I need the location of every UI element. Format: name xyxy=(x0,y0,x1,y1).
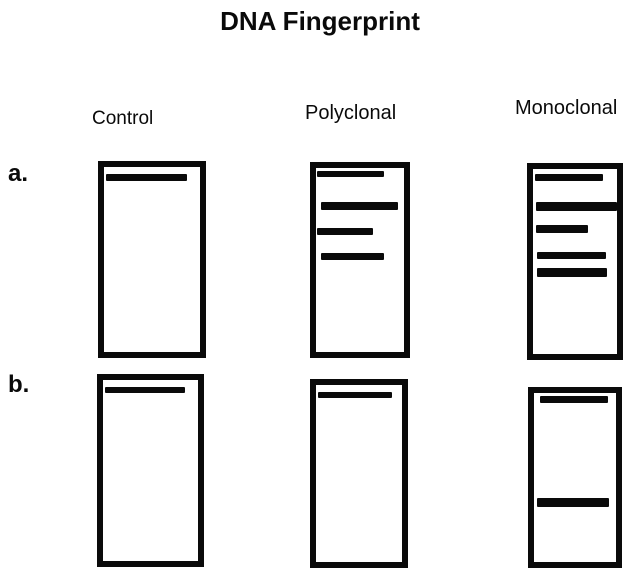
lane-a-control xyxy=(98,161,206,358)
column-label-control: Control xyxy=(92,108,154,129)
row-label-a: a. xyxy=(8,160,29,187)
band-a-monoclonal-3 xyxy=(536,225,588,233)
band-a-polyclonal-3 xyxy=(317,228,373,235)
band-a-monoclonal-5 xyxy=(537,268,607,277)
band-b-control-1 xyxy=(105,387,185,393)
band-b-polyclonal-1 xyxy=(318,392,392,398)
lane-a-polyclonal xyxy=(310,162,410,358)
column-label-polyclonal: Polyclonal xyxy=(305,102,397,124)
lane-b-polyclonal xyxy=(310,379,408,568)
lane-b-control xyxy=(97,374,204,567)
lane-b-monoclonal xyxy=(528,387,622,568)
column-label-monoclonal: Monoclonal xyxy=(515,97,618,119)
row-label-b: b. xyxy=(8,371,30,398)
band-a-control-1 xyxy=(106,174,187,181)
lane-a-monoclonal xyxy=(527,163,623,360)
band-a-monoclonal-4 xyxy=(537,252,606,259)
band-a-polyclonal-4 xyxy=(321,253,384,260)
band-b-monoclonal-2 xyxy=(537,498,609,507)
band-a-polyclonal-2 xyxy=(321,202,398,210)
band-a-monoclonal-1 xyxy=(535,174,603,181)
diagram-title: DNA Fingerprint xyxy=(220,6,420,36)
band-a-polyclonal-1 xyxy=(317,171,384,177)
band-a-monoclonal-2 xyxy=(536,202,617,211)
band-b-monoclonal-1 xyxy=(540,396,608,403)
